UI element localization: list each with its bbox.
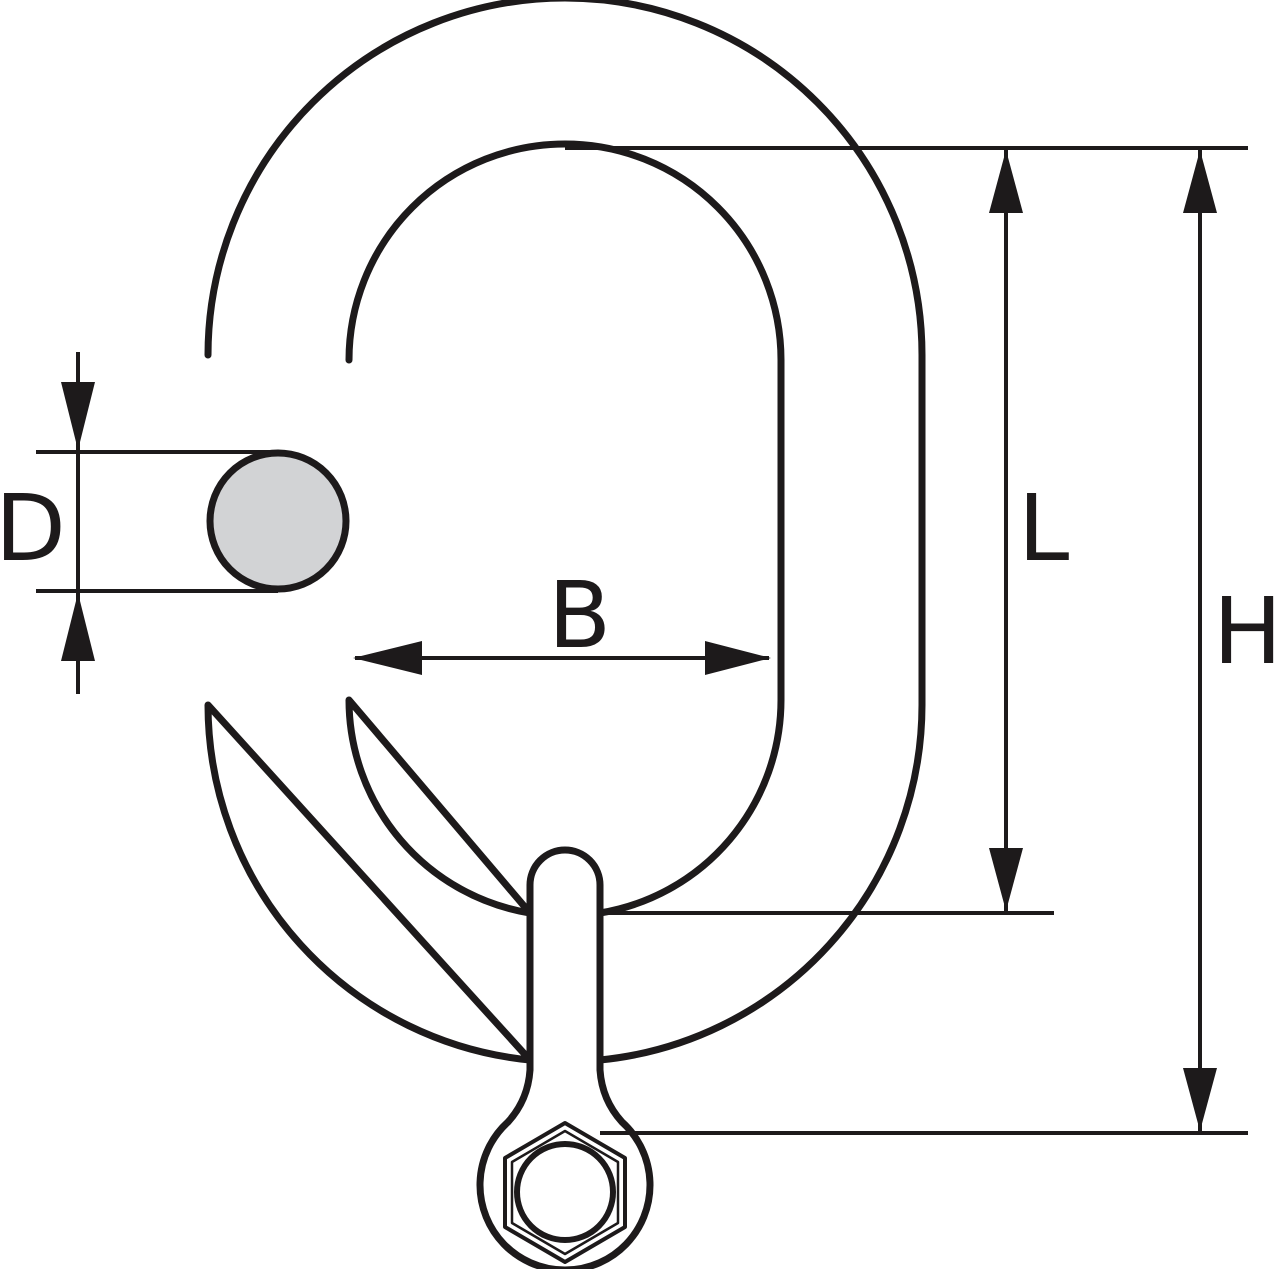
h-arrow-top [1183, 150, 1217, 213]
l-arrow-bottom [989, 848, 1023, 911]
material-cross-section [206, 449, 350, 593]
h-arrow-bottom [1183, 1068, 1217, 1131]
hex-nut-outline [503, 1121, 627, 1264]
label-d: D [0, 475, 66, 582]
l-arrow-top [989, 150, 1023, 213]
eye-bolt-shank [476, 846, 654, 1269]
label-b: B [548, 562, 611, 669]
link-outer-outline [204, 0, 926, 1064]
b-arrow-left [353, 641, 422, 675]
link-inner-outline [345, 140, 785, 917]
hex-nut-inner-outline [510, 1129, 620, 1256]
nut-bore [514, 1141, 616, 1243]
b-arrow-right [705, 641, 771, 675]
label-l: L [1018, 475, 1069, 582]
d-arrow-bottom [61, 593, 95, 661]
label-h: H [1213, 578, 1280, 685]
d-arrow-top [61, 382, 95, 450]
